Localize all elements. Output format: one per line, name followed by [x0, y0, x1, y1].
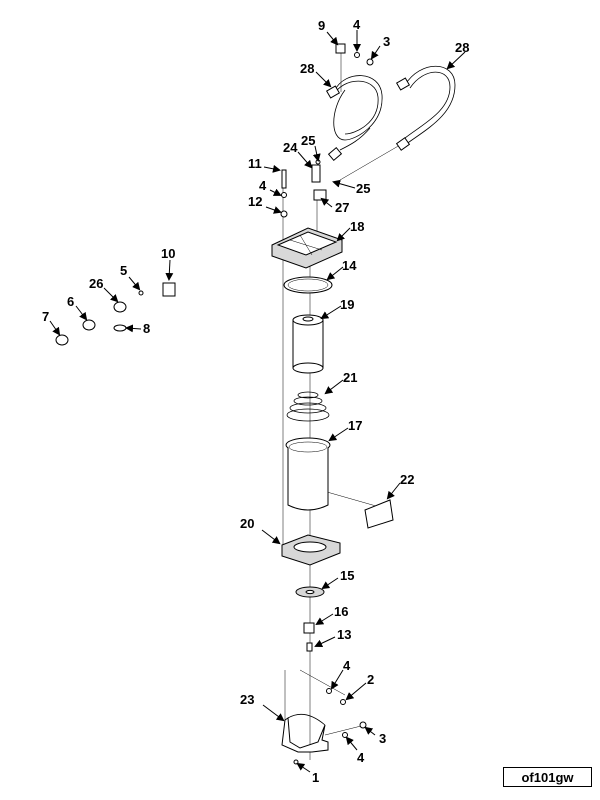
- callout-11: 11: [248, 156, 262, 171]
- callout-26: 26: [89, 276, 103, 291]
- callout-20: 20: [240, 516, 254, 531]
- callout-3-top: 3: [383, 34, 390, 49]
- filter-bowl: [285, 437, 331, 511]
- callout-4-bottom: 4: [357, 750, 365, 765]
- callout-28-left: 28: [300, 61, 314, 76]
- callout-10: 10: [161, 246, 175, 261]
- mounting-bracket: [281, 713, 329, 765]
- spring: [286, 391, 330, 422]
- washer-4-top: [354, 52, 360, 58]
- callout-14: 14: [342, 258, 357, 273]
- callout-25-top: 25: [301, 133, 315, 148]
- callout-23: 23: [240, 692, 254, 707]
- callout-27: 27: [335, 200, 349, 215]
- hose-left: [325, 75, 383, 161]
- callout-4-mid: 4: [259, 178, 267, 193]
- callout-21: 21: [343, 370, 357, 385]
- callout-17: 17: [348, 418, 362, 433]
- elbow-fittings: [311, 159, 327, 201]
- callout-arrows: [49, 30, 466, 773]
- callout-5: 5: [120, 263, 127, 278]
- figure-id-label: of101gw: [503, 767, 592, 787]
- top-fittings: [335, 43, 374, 92]
- callout-1: 1: [312, 770, 319, 785]
- part-5: [138, 290, 144, 296]
- callout-3-low: 3: [379, 731, 386, 746]
- callout-19: 19: [340, 297, 354, 312]
- callout-13: 13: [337, 627, 351, 642]
- callout-6: 6: [67, 294, 74, 309]
- filter-element: [292, 314, 324, 374]
- part-26: [113, 301, 127, 313]
- callout-7: 7: [42, 309, 49, 324]
- decal: [364, 499, 394, 529]
- callout-4-top: 4: [353, 17, 361, 32]
- bracket-hardware: [326, 688, 367, 738]
- filter-base: [281, 534, 341, 566]
- callout-25-right: 25: [356, 181, 370, 196]
- callout-15: 15: [340, 568, 354, 583]
- callout-9: 9: [318, 18, 325, 33]
- nut-3-top: [366, 58, 374, 66]
- callout-24: 24: [283, 140, 298, 155]
- drain-parts: [303, 622, 315, 652]
- part-6: [82, 319, 96, 331]
- fitting-9: [335, 43, 346, 54]
- callout-2: 2: [367, 672, 374, 687]
- loose-parts-left: [55, 282, 176, 346]
- hose-right: [395, 65, 456, 151]
- callout-4-low: 4: [343, 658, 351, 673]
- part-7: [55, 334, 69, 346]
- callout-12: 12: [248, 194, 262, 209]
- callout-8: 8: [143, 321, 150, 336]
- part-10: [162, 282, 176, 297]
- filter-head: [271, 227, 343, 269]
- callout-18: 18: [350, 219, 364, 234]
- callout-labels: 9 4 3 28 28 25 24 11 25 4 12 27 18 14 19…: [42, 17, 469, 785]
- part-8: [113, 324, 127, 332]
- callout-22: 22: [400, 472, 414, 487]
- callout-16: 16: [334, 604, 348, 619]
- o-ring: [283, 276, 333, 294]
- bolt-group-left: [280, 169, 288, 218]
- callout-28-right: 28: [455, 40, 469, 55]
